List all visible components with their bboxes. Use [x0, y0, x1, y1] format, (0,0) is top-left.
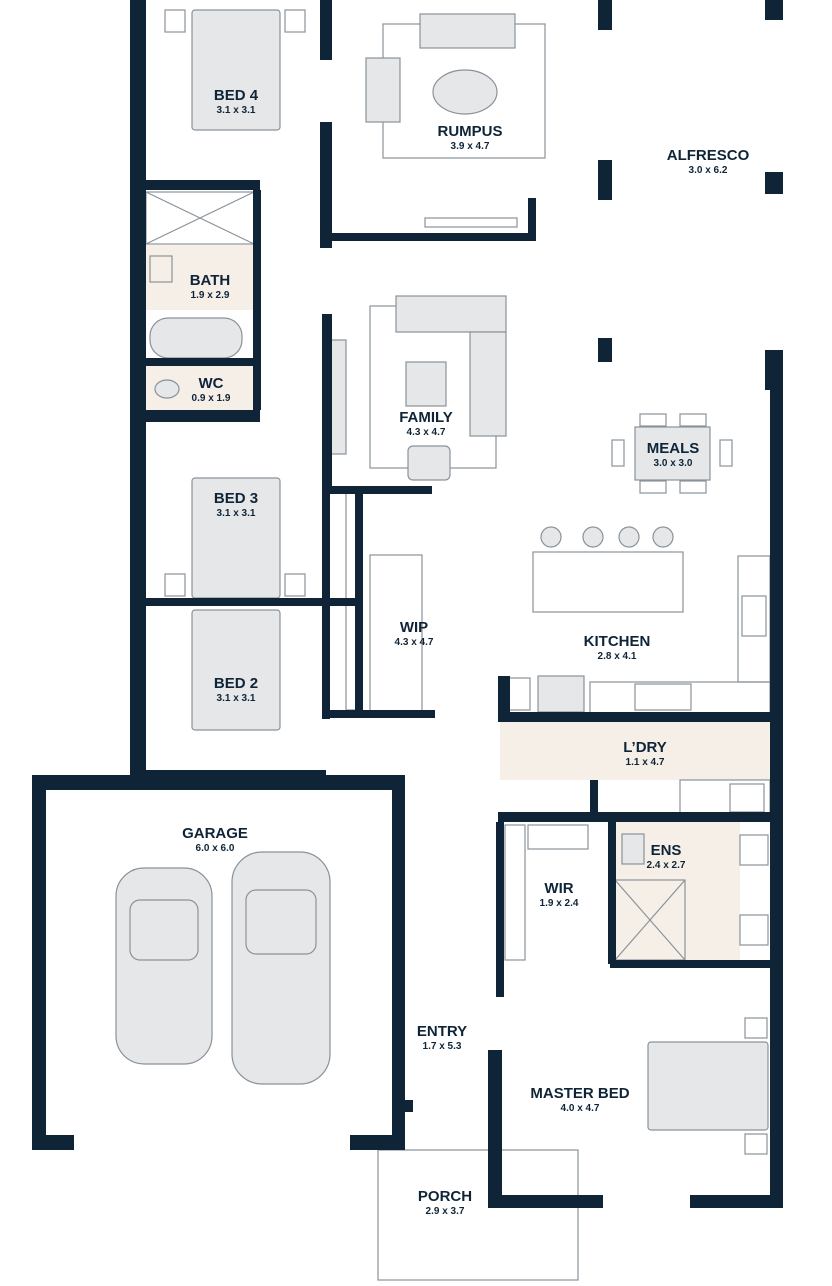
room-dimensions: 2.4 x 2.7	[647, 860, 686, 871]
room-dimensions: 2.8 x 4.1	[598, 651, 637, 662]
room-name: BED 2	[214, 675, 258, 692]
room-name: WC	[199, 375, 224, 392]
room-name: ALFRESCO	[667, 147, 750, 164]
room-dimensions: 1.7 x 5.3	[423, 1041, 462, 1052]
room-dimensions: 1.9 x 2.4	[540, 898, 579, 909]
room-label: BED 23.1 x 3.1	[214, 675, 258, 704]
room-name: MEALS	[647, 440, 700, 457]
room-name: BED 3	[214, 490, 258, 507]
room-name: GARAGE	[182, 825, 248, 842]
room-label: WC0.9 x 1.9	[192, 375, 231, 404]
room-dimensions: 4.3 x 4.7	[407, 427, 446, 438]
room-dimensions: 3.9 x 4.7	[451, 141, 490, 152]
room-dimensions: 1.9 x 2.9	[191, 290, 230, 301]
room-dimensions: 3.1 x 3.1	[217, 693, 256, 704]
room-name: WIR	[544, 880, 573, 897]
walls	[32, 0, 783, 1208]
room-dimensions: 0.9 x 1.9	[192, 393, 231, 404]
room-name: L’DRY	[623, 739, 667, 756]
room-dimensions: 4.0 x 4.7	[561, 1103, 600, 1114]
room-dimensions: 1.1 x 4.7	[626, 757, 665, 768]
room-name: RUMPUS	[437, 123, 502, 140]
room-dimensions: 4.3 x 4.7	[395, 637, 434, 648]
room-dimensions: 3.1 x 3.1	[217, 508, 256, 519]
room-dimensions: 6.0 x 6.0	[196, 843, 235, 854]
room-name: ENTRY	[417, 1023, 467, 1040]
room-name: BATH	[190, 272, 231, 289]
wet-areas	[146, 245, 770, 964]
room-dimensions: 3.1 x 3.1	[217, 105, 256, 116]
room-label: BED 33.1 x 3.1	[214, 490, 258, 519]
room-name: ENS	[651, 842, 682, 859]
room-name: KITCHEN	[584, 633, 651, 650]
room-name: WIP	[400, 619, 428, 636]
room-dimensions: 3.0 x 3.0	[654, 458, 693, 469]
room-name: PORCH	[418, 1188, 472, 1205]
room-name: BED 4	[214, 87, 259, 104]
room-name: MASTER BED	[530, 1085, 629, 1102]
furniture	[115, 9, 771, 1281]
room-dimensions: 3.0 x 6.2	[689, 165, 728, 176]
room-dimensions: 2.9 x 3.7	[426, 1206, 465, 1217]
room-label: BED 43.1 x 3.1	[214, 87, 259, 116]
room-name: FAMILY	[399, 409, 453, 426]
